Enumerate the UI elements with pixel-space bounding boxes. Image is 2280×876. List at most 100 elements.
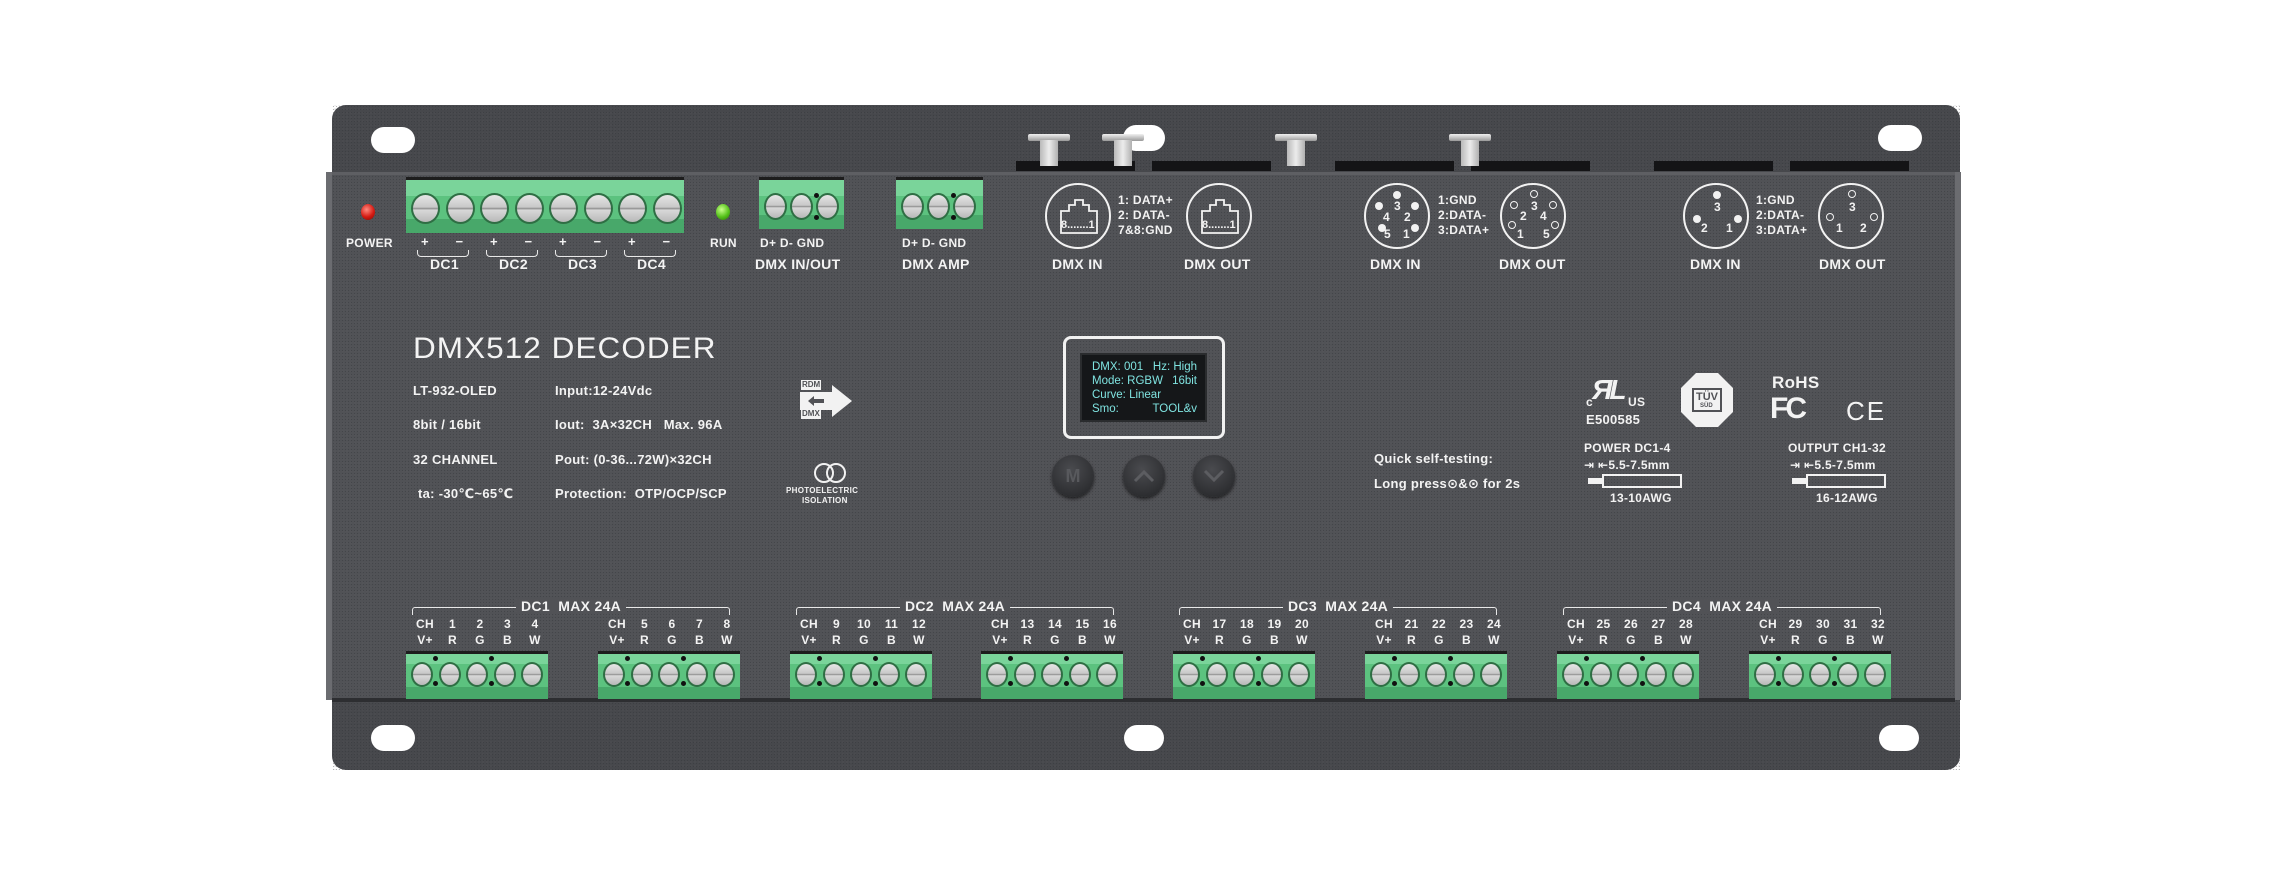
terminal-screw[interactable] xyxy=(1096,662,1118,687)
terminal-screw[interactable] xyxy=(1260,662,1283,687)
channel-pin-label: R xyxy=(1599,633,1608,647)
terminal-screw[interactable] xyxy=(603,662,625,687)
channel-pin-label: R xyxy=(1215,633,1224,647)
terminal-screw[interactable] xyxy=(493,662,516,687)
channel-number: CH xyxy=(1183,617,1201,631)
terminal-screw[interactable] xyxy=(816,193,839,220)
terminal-screw[interactable] xyxy=(953,193,976,220)
terminal-screw[interactable] xyxy=(1178,662,1200,687)
terminal-screw[interactable] xyxy=(1370,662,1392,687)
xlr3-dmx-in-port[interactable]: 3 2 1 xyxy=(1683,183,1749,249)
terminal-screw[interactable] xyxy=(1836,662,1859,687)
terminal-screw[interactable] xyxy=(790,193,813,220)
terminal-screw[interactable] xyxy=(1041,662,1063,687)
mounting-hole-top-left xyxy=(371,127,415,153)
dc-group-brace xyxy=(555,250,607,257)
isolation-line-2: ISOLATION xyxy=(802,496,848,505)
rj45-dmx-in-port[interactable]: 8.......1 xyxy=(1045,183,1111,249)
oled-row: Curve: Linear xyxy=(1092,388,1205,402)
terminal-screw[interactable] xyxy=(549,193,578,224)
terminal-dot xyxy=(681,656,686,661)
rj45-dmx-out-port[interactable]: 8.......1 xyxy=(1186,183,1252,249)
terminal-screw[interactable] xyxy=(1864,662,1886,687)
channel-number: 8 xyxy=(723,617,731,631)
xlr3-dmx-out-port[interactable]: 3 1 2 xyxy=(1818,183,1884,249)
terminal-screw[interactable] xyxy=(713,662,735,687)
terminal-screw[interactable] xyxy=(521,662,543,687)
terminal-screw[interactable] xyxy=(1562,662,1584,687)
terminal-screw[interactable] xyxy=(795,662,817,687)
terminal-screw[interactable] xyxy=(583,193,613,224)
terminal-screw[interactable] xyxy=(901,193,924,220)
terminal-lip xyxy=(790,654,932,664)
terminal-screw[interactable] xyxy=(618,193,647,224)
terminal-screw[interactable] xyxy=(1644,662,1667,687)
terminal-screw[interactable] xyxy=(1589,662,1612,687)
terminal-screw[interactable] xyxy=(877,662,900,687)
xlr3-out-label: DMX OUT xyxy=(1819,256,1886,272)
terminal-screw[interactable] xyxy=(1754,662,1776,687)
xlr3-legend-1: 1:GND xyxy=(1756,193,1795,207)
terminal-dot xyxy=(1256,681,1261,686)
channel-pin-label: G xyxy=(1242,633,1252,647)
terminal-screw[interactable] xyxy=(1205,662,1228,687)
up-button[interactable] xyxy=(1123,455,1165,497)
oled-display-bezel xyxy=(1063,336,1225,439)
channel-number: CH xyxy=(800,617,818,631)
terminal-dot xyxy=(1584,656,1589,661)
terminal-screw[interactable] xyxy=(411,662,433,687)
terminal-screw[interactable] xyxy=(1233,662,1255,687)
output-strip-length: ⇥ ⇤5.5-7.5mm xyxy=(1790,458,1876,472)
terminal-screw[interactable] xyxy=(652,193,682,224)
terminal-screw[interactable] xyxy=(1068,662,1091,687)
terminal-screw[interactable] xyxy=(1425,662,1447,687)
terminal-dot xyxy=(625,656,630,661)
terminal-screw[interactable] xyxy=(1452,662,1475,687)
terminal-foot xyxy=(1365,687,1507,699)
terminal-screw[interactable] xyxy=(685,662,708,687)
terminal-screw[interactable] xyxy=(1672,662,1694,687)
terminal-screw[interactable] xyxy=(1397,662,1420,687)
down-button[interactable] xyxy=(1193,455,1235,497)
terminal-screw[interactable] xyxy=(1013,662,1036,687)
terminal-screw[interactable] xyxy=(927,193,950,220)
channel-number: 18 xyxy=(1240,617,1254,631)
terminal-screw[interactable] xyxy=(630,662,653,687)
channel-number: 25 xyxy=(1596,617,1611,631)
terminal-screw[interactable] xyxy=(1809,662,1831,687)
output-group-title-2: DC2 MAX 24A xyxy=(900,598,1011,614)
channel-number: 14 xyxy=(1048,617,1062,631)
menu-button[interactable]: M xyxy=(1052,455,1094,497)
terminal-screw[interactable] xyxy=(1617,662,1639,687)
terminal-screw[interactable] xyxy=(986,662,1008,687)
spec-right: Protection: OTP/OCP/SCP xyxy=(555,486,727,501)
terminal-screw[interactable] xyxy=(905,662,927,687)
terminal-foot xyxy=(598,687,740,699)
terminal-screw[interactable] xyxy=(438,662,461,687)
xlr5-dmx-out-port[interactable]: 3 2 4 1 5 xyxy=(1500,183,1566,249)
channel-pin-label: V+ xyxy=(801,633,817,647)
terminal-screw[interactable] xyxy=(480,193,509,224)
channel-pin-label: V+ xyxy=(992,633,1008,647)
terminal-screw[interactable] xyxy=(514,193,544,224)
terminal-lip xyxy=(1557,654,1699,664)
terminal-dot xyxy=(817,681,822,686)
terminal-dot xyxy=(814,215,819,220)
xlr5-dmx-in-port[interactable]: 3 2 4 5 1 xyxy=(1364,183,1430,249)
terminal-screw[interactable] xyxy=(658,662,680,687)
terminal-screw[interactable] xyxy=(822,662,845,687)
terminal-screw[interactable] xyxy=(1288,662,1310,687)
terminal-screw[interactable] xyxy=(1781,662,1804,687)
channel-pin-label: V+ xyxy=(1376,633,1392,647)
terminal-screw[interactable] xyxy=(764,193,787,220)
terminal-screw[interactable] xyxy=(411,193,440,224)
channel-number: 24 xyxy=(1487,617,1501,631)
terminal-screw[interactable] xyxy=(445,193,475,224)
rj45-legend-2: 2: DATA- xyxy=(1118,208,1170,222)
terminal-screw[interactable] xyxy=(466,662,488,687)
channel-number: 12 xyxy=(912,617,926,631)
terminal-screw[interactable] xyxy=(850,662,872,687)
channel-pin-label: V+ xyxy=(1184,633,1200,647)
dc-polarity-label: − xyxy=(662,234,671,249)
terminal-screw[interactable] xyxy=(1480,662,1502,687)
